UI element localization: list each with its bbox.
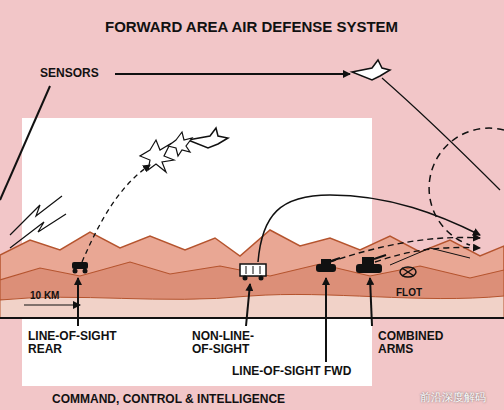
missile-path [390, 248, 470, 265]
leader-line [77, 278, 79, 326]
scale-label: 10 KM [30, 289, 59, 302]
watermark: 前沿深度解码 [420, 391, 486, 404]
explosion [168, 132, 192, 156]
mountain-ridge [0, 230, 504, 300]
foothills [0, 262, 504, 300]
vehicle [72, 262, 88, 274]
tank [356, 255, 386, 273]
sensor-label: SENSORS [40, 67, 99, 80]
leader-line [325, 278, 327, 362]
leader-line [246, 284, 250, 326]
leader-line [370, 278, 372, 326]
leader-line [0, 86, 50, 200]
title: FORWARD AREA AIR DEFENSE SYSTEM [105, 18, 398, 35]
leader-line [115, 73, 350, 75]
flot-symbol [400, 267, 416, 277]
scale-arrow [24, 304, 80, 305]
coverage-arc [429, 128, 504, 245]
system-label: COMBINED ARMS [378, 330, 448, 356]
system-label: LINE-OF-SIGHT REAR [28, 330, 128, 356]
ground-line [0, 317, 504, 319]
footer-label: COMMAND, CONTROL & INTELLIGENCE [52, 393, 285, 406]
system-label: NON-LINE-OF-SIGHT [192, 330, 274, 356]
enemy-aircraft [352, 60, 390, 80]
vehicle [240, 264, 266, 281]
sensor-signal [10, 196, 62, 235]
flot-label: FLOT [396, 286, 422, 299]
flight-path [382, 78, 500, 190]
ground [0, 294, 504, 318]
enemy-aircraft [188, 128, 228, 148]
tank [316, 258, 340, 272]
missile-path [82, 165, 150, 262]
system-label: LINE-OF-SIGHT FWD [232, 365, 351, 378]
